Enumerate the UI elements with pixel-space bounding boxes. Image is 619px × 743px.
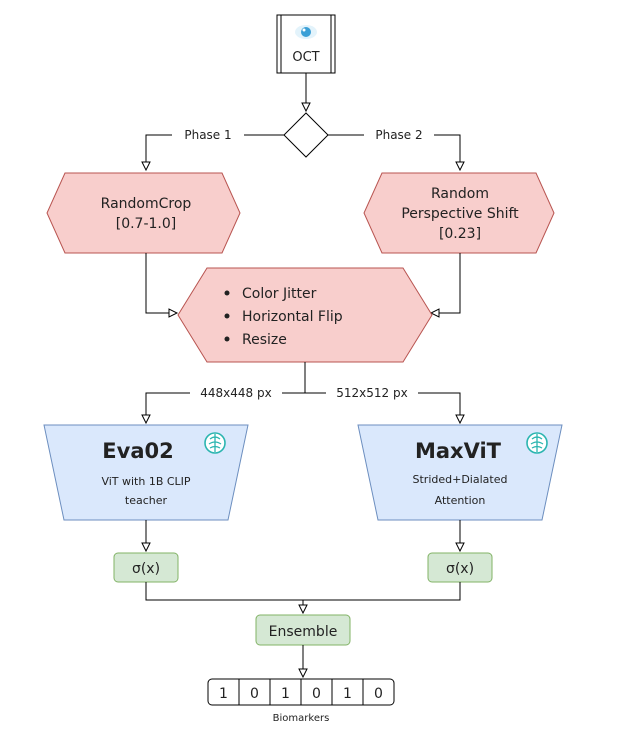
random-perspective-node: Random Perspective Shift [0.23] (363, 172, 555, 254)
output-bit: 1 (343, 686, 352, 702)
perspective-range: [0.23] (439, 226, 481, 242)
eye-icon (295, 25, 317, 39)
edge-split-left-b (145, 392, 190, 418)
shared-augment-node: Color Jitter Horizontal Flip Resize (177, 267, 433, 363)
bullet (224, 313, 230, 319)
perspective-line1: Random (431, 186, 489, 202)
arrowhead (141, 414, 151, 425)
random-crop-range: [0.7-1.0] (116, 216, 177, 232)
phase-decision-diamond (283, 112, 329, 158)
phase2-label: Phase 2 (375, 128, 422, 142)
arrowhead (298, 604, 308, 615)
eva02-model-node: Eva02 ViT with 1B CLIP teacher (43, 424, 249, 521)
edge-phase2-b (434, 134, 461, 165)
ensemble-node: Ensemble (255, 614, 351, 646)
sigmoid-left-node: σ(x) (113, 552, 179, 583)
maxvit-desc-line1: Strided+Dialated (413, 473, 508, 486)
brain-icon (526, 432, 548, 454)
edge-crop-shared (145, 253, 172, 314)
random-crop-label: RandomCrop (101, 196, 192, 212)
arrowhead (455, 161, 465, 172)
perspective-line2: Perspective Shift (401, 206, 519, 222)
arrowhead (429, 308, 440, 318)
bullet (224, 290, 230, 296)
eva02-desc-line2: teacher (125, 494, 168, 507)
edge-split-right-b (418, 392, 461, 418)
bullet (224, 336, 230, 342)
output-bit: 0 (312, 686, 321, 702)
phase1-label: Phase 1 (184, 128, 231, 142)
augment-item-resize: Resize (242, 332, 287, 348)
maxvit-name: MaxViT (415, 439, 502, 463)
resolution-right-label: 512x512 px (336, 386, 407, 400)
output-bit: 0 (374, 686, 383, 702)
augment-item-color-jitter: Color Jitter (242, 286, 317, 302)
maxvit-desc-line2: Attention (435, 494, 486, 507)
biomarker-output-vector: 1 0 1 0 1 0 Biomarkers (207, 678, 395, 724)
arrowhead (455, 542, 465, 553)
biomarkers-caption: Biomarkers (273, 713, 330, 724)
eva02-name: Eva02 (102, 439, 173, 463)
sigmoid-right-node: σ(x) (427, 552, 493, 583)
oct-label: OCT (292, 50, 319, 65)
arrowhead (298, 668, 308, 679)
oct-input-node: OCT (276, 14, 336, 74)
output-bit: 0 (250, 686, 259, 702)
augment-item-horizontal-flip: Horizontal Flip (242, 309, 343, 325)
resolution-left-label: 448x448 px (200, 386, 271, 400)
arrowhead (168, 308, 179, 318)
edge-sigmoids-merge (145, 582, 461, 601)
sigmoid-right-label: σ(x) (446, 561, 474, 577)
eva02-desc-line1: ViT with 1B CLIP (101, 475, 190, 488)
arrowhead (301, 102, 311, 113)
output-bit: 1 (219, 686, 228, 702)
edge-perspective-shared (436, 253, 461, 314)
edge-phase1-b (145, 134, 172, 165)
maxvit-model-node: MaxViT Strided+Dialated Attention (357, 424, 563, 521)
sigmoid-left-label: σ(x) (132, 561, 160, 577)
arrowhead (455, 414, 465, 425)
brain-icon (204, 432, 226, 454)
random-crop-node: RandomCrop [0.7-1.0] (46, 172, 241, 254)
output-bit: 1 (281, 686, 290, 702)
arrowhead (141, 161, 151, 172)
ensemble-label: Ensemble (269, 624, 338, 640)
arrowhead (141, 542, 151, 553)
